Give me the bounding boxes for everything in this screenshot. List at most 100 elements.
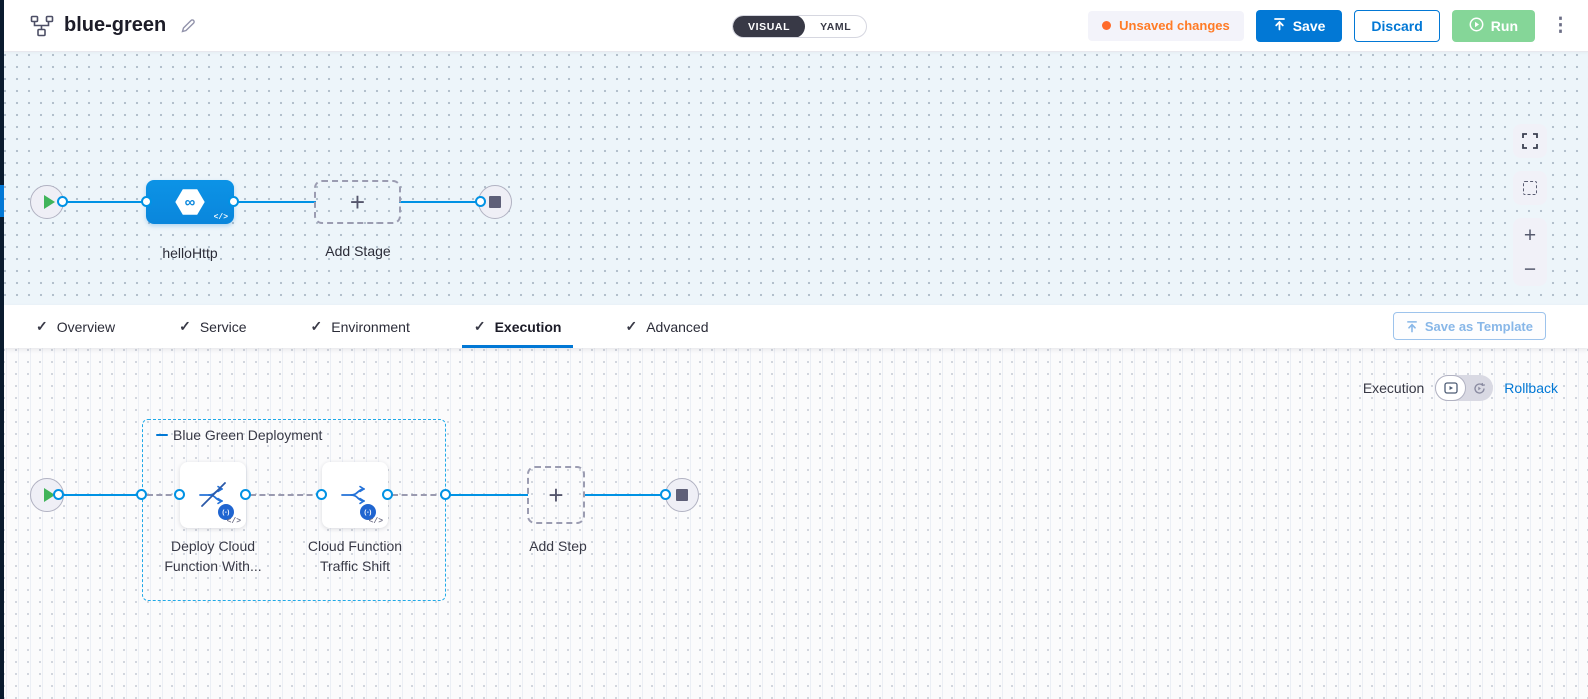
execution-canvas[interactable]: Execution Rollback Blue Green Deployment: [4, 348, 1588, 699]
port: [53, 489, 64, 500]
discard-button[interactable]: Discard: [1354, 9, 1440, 42]
check-icon: ✓: [36, 318, 48, 334]
unsaved-changes-badge: Unsaved changes: [1088, 10, 1244, 41]
stage-name-label: helloHttp: [162, 245, 218, 261]
cloud-functions-badge-icon: (-): [218, 504, 234, 520]
deploy-cloud-function-icon: [199, 482, 226, 507]
connector: [58, 494, 142, 496]
port: [316, 489, 327, 500]
port: [475, 196, 486, 207]
pipeline-icon: [30, 15, 54, 37]
header: blue-green VISUAL YAML Unsaved changes S…: [4, 0, 1588, 52]
add-step-button[interactable]: +: [527, 466, 585, 524]
stop-icon: [489, 196, 501, 208]
upload-icon: [1273, 17, 1286, 34]
step-node-traffic-shift[interactable]: (-) </>: [322, 462, 388, 528]
visual-mode-button[interactable]: VISUAL: [733, 16, 806, 37]
port: [141, 196, 152, 207]
add-stage-button[interactable]: +: [314, 180, 401, 224]
marquee-select-button[interactable]: [1513, 171, 1547, 205]
nav-sliver-active-indicator: [0, 185, 4, 217]
stop-icon: [676, 489, 688, 501]
run-button[interactable]: Run: [1451, 9, 1535, 42]
port: [228, 196, 239, 207]
execution-steps-icon: [1444, 382, 1458, 394]
connector: [450, 494, 528, 496]
zoom-out-button[interactable]: −: [1523, 257, 1537, 281]
deploy-stage-icon: ∞: [175, 189, 205, 215]
tab-label: Service: [199, 318, 247, 335]
plus-icon: +: [548, 480, 564, 510]
connector: [399, 201, 484, 203]
discard-button-label: Discard: [1371, 17, 1423, 34]
check-icon: ✓: [179, 318, 191, 334]
step-name-line1: Deploy Cloud: [170, 538, 256, 554]
tab-overview[interactable]: ✓ Overview: [24, 305, 127, 348]
play-icon: [43, 488, 55, 502]
execution-toggle-button[interactable]: [1435, 375, 1467, 401]
port: [57, 196, 68, 207]
zoom-in-button[interactable]: +: [1523, 223, 1537, 247]
step-node-deploy-cloud-function[interactable]: (-) </>: [180, 462, 246, 528]
port: [440, 489, 451, 500]
collapse-group-icon[interactable]: [156, 433, 168, 437]
tab-advanced[interactable]: ✓ Advanced: [613, 305, 720, 348]
step-name-line1: Cloud Function: [307, 538, 403, 554]
unsaved-changes-label: Unsaved changes: [1119, 18, 1230, 33]
edit-icon[interactable]: [180, 17, 197, 34]
tab-label: Execution: [494, 318, 562, 335]
run-button-label: Run: [1490, 17, 1518, 34]
code-icon: </>: [226, 517, 241, 526]
nav-sliver: [0, 0, 4, 699]
fullscreen-button[interactable]: [1513, 124, 1547, 158]
page-title: blue-green: [64, 14, 167, 36]
step-name-line2: Function With...: [164, 558, 262, 574]
zoom-controls: + −: [1513, 218, 1547, 286]
rollback-link[interactable]: Rollback: [1504, 380, 1558, 396]
connector: [585, 494, 667, 496]
code-icon: </>: [213, 213, 228, 222]
traffic-shift-icon: [341, 485, 365, 505]
dashed-connector: [147, 494, 181, 496]
execution-mode-row: Execution Rollback: [1363, 375, 1558, 401]
check-icon: ✓: [625, 318, 638, 334]
execution-mode-label: Execution: [1362, 380, 1425, 396]
rollback-icon: [1474, 382, 1486, 394]
stage-node-hellohttp[interactable]: ∞ </>: [146, 180, 234, 224]
stage-canvas[interactable]: ∞ </> helloHttp + Add Stage + −: [4, 52, 1588, 305]
step-group-label-row: Blue Green Deployment: [156, 427, 322, 443]
visual-yaml-toggle: VISUAL YAML: [732, 15, 868, 38]
port: [382, 489, 393, 500]
rollback-toggle-button[interactable]: [1466, 375, 1493, 401]
plus-icon: +: [349, 187, 366, 217]
save-as-template-button[interactable]: Save as Template: [1392, 312, 1546, 340]
stage-tab-bar: ✓ Overview ✓ Service ✓ Environment ✓ Exe…: [4, 305, 1588, 348]
tab-label: Environment: [331, 318, 410, 335]
save-button[interactable]: Save: [1255, 9, 1343, 42]
step-name-label: Cloud Function Traffic Shift: [275, 536, 435, 576]
tab-execution[interactable]: ✓ Execution: [461, 305, 574, 348]
step-group-label: Blue Green Deployment: [173, 427, 323, 443]
kebab-menu-icon[interactable]: ⋮: [1551, 15, 1570, 36]
code-icon: </>: [368, 517, 383, 526]
connector: [62, 201, 150, 203]
fullscreen-icon: [1522, 133, 1538, 149]
tab-label: Overview: [56, 318, 116, 335]
add-stage-label: Add Stage: [325, 243, 391, 259]
execution-rollback-toggle: [1435, 375, 1494, 401]
port: [240, 489, 251, 500]
port: [136, 489, 147, 500]
play-icon: [43, 195, 55, 209]
step-name-line2: Traffic Shift: [319, 558, 391, 574]
upload-icon: [1406, 320, 1417, 332]
tab-environment[interactable]: ✓ Environment: [299, 305, 422, 348]
check-icon: ✓: [310, 318, 323, 334]
cloud-functions-badge-icon: (-): [360, 504, 376, 520]
step-group-box[interactable]: [142, 419, 446, 601]
save-button-label: Save: [1292, 17, 1326, 34]
connector: [232, 201, 316, 203]
tab-service[interactable]: ✓ Service: [167, 305, 258, 348]
step-name-label: Deploy Cloud Function With...: [133, 536, 293, 576]
yaml-mode-button[interactable]: YAML: [820, 20, 852, 33]
dashed-connector: [250, 494, 322, 496]
